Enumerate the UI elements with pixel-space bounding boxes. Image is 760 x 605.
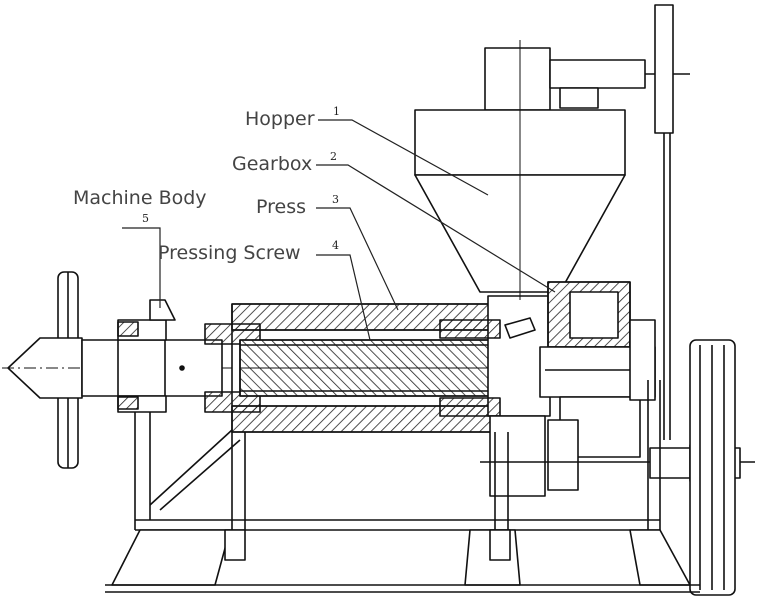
leader-hopper	[318, 119, 489, 196]
number-gearbox: 2	[330, 150, 337, 163]
label-machine-body: Machine Body	[73, 187, 207, 209]
gearbox	[489, 281, 656, 497]
gearbox-top-linkage	[549, 59, 690, 109]
number-press: 3	[332, 193, 339, 206]
hopper	[414, 40, 626, 300]
frame-base	[105, 380, 700, 593]
label-gearbox: Gearbox	[232, 153, 313, 175]
adjusting-rod	[654, 4, 674, 440]
label-press: Press	[256, 196, 307, 218]
callout-leaders	[122, 119, 556, 341]
number-machine-body: 5	[142, 212, 149, 225]
label-hopper: Hopper	[245, 108, 315, 130]
leader-pressing-screw	[316, 254, 371, 341]
drive-pulley	[689, 339, 736, 596]
label-pressing-screw: Pressing Screw	[158, 242, 301, 264]
adjust-shaft	[81, 299, 223, 413]
number-pressing-screw: 4	[332, 239, 339, 252]
number-hopper: 1	[333, 105, 340, 118]
leader-machine-body	[122, 227, 161, 308]
leader-press	[316, 207, 399, 311]
leader-gearbox	[316, 164, 556, 293]
